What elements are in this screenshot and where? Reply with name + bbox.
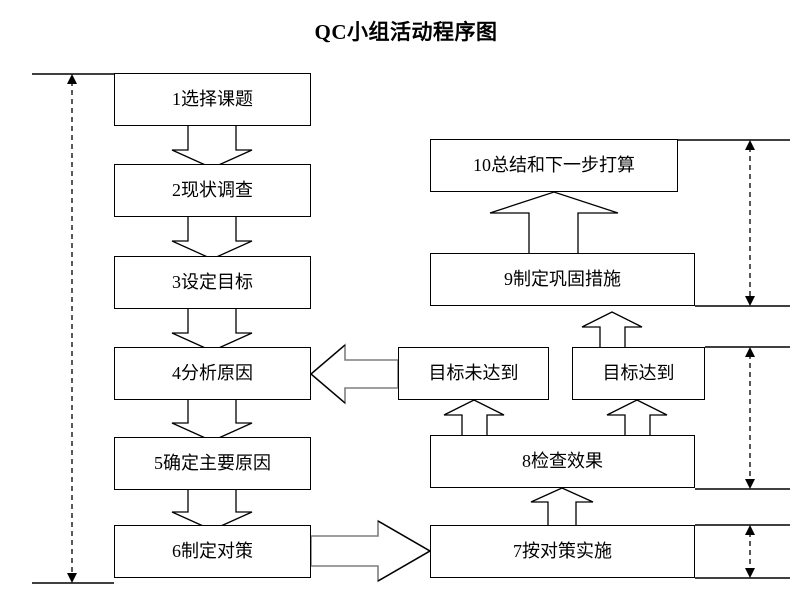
span-right-marker-3 <box>695 524 790 579</box>
edge-target-missed-n4 <box>309 343 399 405</box>
edge-n7-n8 <box>530 487 594 525</box>
node-8-check-effect[interactable]: 8检查效果 <box>430 435 695 488</box>
edge-n8-target-missed <box>443 399 505 435</box>
node-6-formulate-countermeasures[interactable]: 6制定对策 <box>114 525 311 578</box>
node-4-analyze-causes[interactable]: 4分析原因 <box>114 347 311 400</box>
edge-target-met-n9 <box>581 311 643 347</box>
edge-n5-n6 <box>171 490 253 531</box>
node-9-consolidation-measures[interactable]: 9制定巩固措施 <box>430 253 695 306</box>
span-right-marker-1 <box>678 139 790 307</box>
span-right-marker-2 <box>695 346 790 490</box>
edge-n4-n5 <box>171 400 253 442</box>
edge-n8-target-met <box>606 399 668 435</box>
edge-n3-n4 <box>171 309 253 352</box>
span-left-marker <box>32 73 114 584</box>
page-title: QC小组活动程序图 <box>314 20 498 44</box>
node-7-implement-countermeasures[interactable]: 7按对策实施 <box>430 525 695 578</box>
edge-n2-n3 <box>171 217 253 260</box>
edge-n1-n2 <box>171 126 253 169</box>
node-3-set-goal[interactable]: 3设定目标 <box>114 256 311 309</box>
edge-n9-n10 <box>489 191 619 253</box>
node-2-current-status-survey[interactable]: 2现状调查 <box>114 164 311 217</box>
decision-target-not-met[interactable]: 目标未达到 <box>398 347 549 400</box>
node-1-select-topic[interactable]: 1选择课题 <box>114 73 311 126</box>
node-5-determine-main-causes[interactable]: 5确定主要原因 <box>114 437 311 490</box>
edge-n6-n7 <box>310 519 432 583</box>
node-10-summary-next-steps[interactable]: 10总结和下一步打算 <box>430 139 678 192</box>
decision-target-met[interactable]: 目标达到 <box>572 347 705 400</box>
